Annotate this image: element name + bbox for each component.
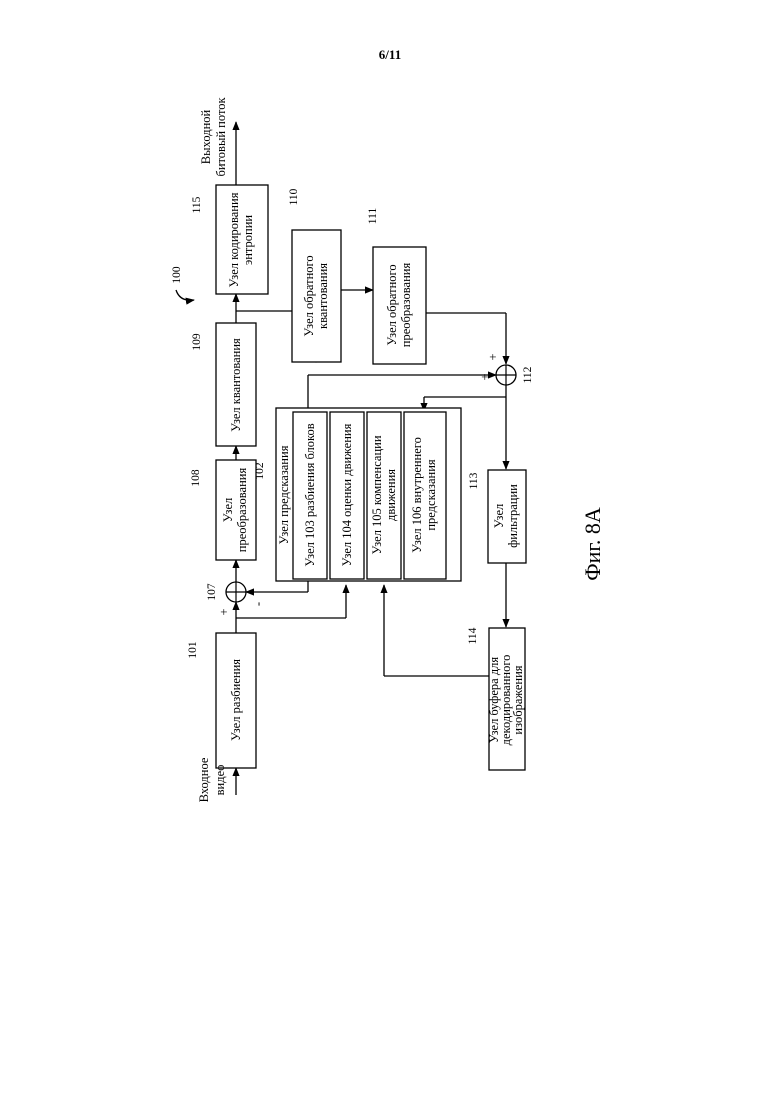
ref-107: 107 <box>206 583 218 601</box>
buffer-label-3: изображения <box>511 665 525 734</box>
motion-compensation-label-1: Узел 105 компенсации <box>370 435 384 554</box>
ref-110: 110 <box>288 188 300 205</box>
inv-transform-label-2: преобразования <box>399 263 413 348</box>
inv-quant-label-2: квантования <box>316 263 330 329</box>
entropy-label-1: Узел кодирования <box>227 192 241 287</box>
adder-112-plus-a: + <box>486 353 500 360</box>
adder-112 <box>496 365 516 385</box>
adder-112-plus-b: + <box>478 373 492 380</box>
adder-107-minus: - <box>251 602 265 606</box>
intra-prediction-label-2: предсказания <box>424 459 438 531</box>
output-label-1: Выходной <box>199 109 213 164</box>
prediction-title: Узел предсказания <box>277 445 291 544</box>
inv-transform-label-1: Узел обратного <box>385 264 399 345</box>
input-label-2: видео <box>213 765 227 796</box>
inv-quant-label-1: Узел обратного <box>302 255 316 336</box>
filter-label-2: фильтрации <box>506 484 520 548</box>
ref-111: 111 <box>367 208 379 225</box>
figure-ref-arrow <box>176 290 194 300</box>
adder-107-plus: + <box>217 608 231 615</box>
ref-112: 112 <box>522 366 534 383</box>
partition-label: Узел разбиения <box>229 659 243 741</box>
transform-label-1: Узел <box>221 498 235 522</box>
motion-estimation-label: Узел 104 оценки движения <box>340 423 354 566</box>
ref-101: 101 <box>187 641 199 659</box>
entropy-label-2: энтропии <box>241 215 255 266</box>
figure-caption: Фиг. 8A <box>580 507 605 581</box>
quantization-label: Узел квантования <box>229 338 243 432</box>
ref-109: 109 <box>191 333 203 351</box>
intra-prediction-label-1: Узел 106 внутреннего <box>410 437 424 553</box>
transform-label-2: преобразования <box>235 468 249 553</box>
output-label-2: битовый поток <box>214 97 228 177</box>
adder-107 <box>226 582 246 602</box>
figure-ref-100: 100 <box>171 266 183 284</box>
ref-102: 102 <box>254 462 266 480</box>
ref-108: 108 <box>190 469 202 487</box>
filter-label-1: Узел <box>492 504 506 528</box>
block-partition-label: Узел 103 разбиения блоков <box>303 423 317 566</box>
input-label-1: Входное <box>197 757 211 802</box>
ref-115: 115 <box>191 196 203 213</box>
ref-113: 113 <box>468 472 480 489</box>
motion-compensation-label-2: движения <box>384 469 398 521</box>
ref-114: 114 <box>467 627 479 644</box>
